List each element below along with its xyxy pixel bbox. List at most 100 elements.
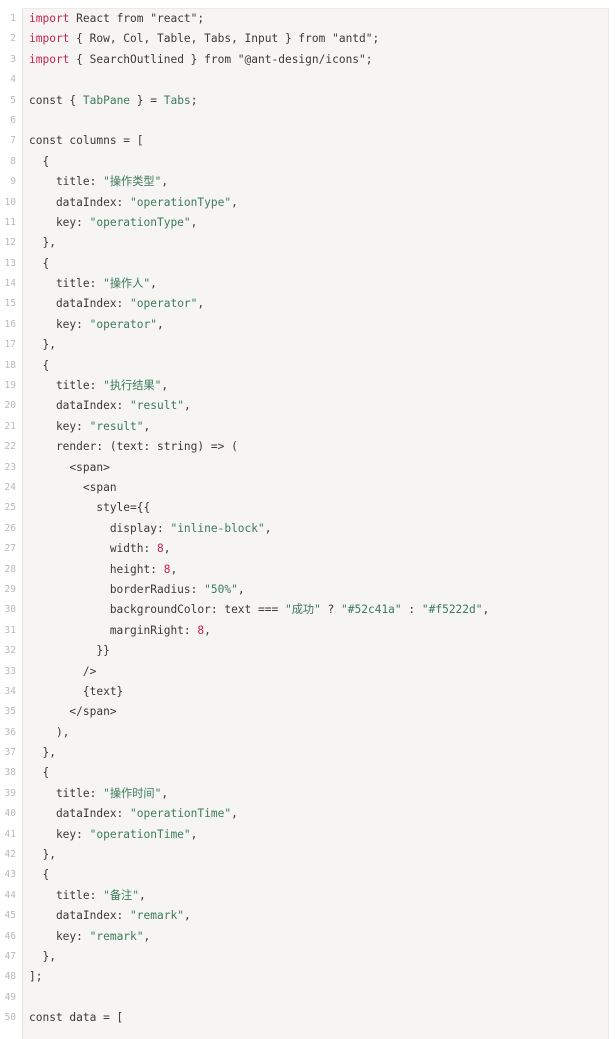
code-token: title: bbox=[29, 379, 104, 393]
code-token: width: bbox=[29, 542, 157, 556]
code-text: const { TabPane } = Tabs; bbox=[29, 91, 197, 111]
code-token: dataIndex: bbox=[29, 399, 131, 413]
code-line: 31 marginRight: 8, bbox=[0, 621, 608, 641]
code-text: ]; bbox=[29, 967, 42, 987]
code-line: 46 key: "remark", bbox=[0, 927, 608, 947]
code-text: dataIndex: "operationTime", bbox=[29, 804, 238, 824]
line-number: 44 bbox=[4, 889, 16, 901]
code-line: 41 key: "operationTime", bbox=[0, 825, 608, 845]
code-token: const data = [ bbox=[29, 1011, 124, 1025]
code-text: }, bbox=[29, 233, 55, 253]
code-token: , bbox=[190, 215, 198, 229]
code-text: width: 8, bbox=[29, 539, 171, 559]
code-token: : bbox=[401, 603, 422, 617]
code-token: ), bbox=[29, 725, 70, 739]
code-text: marginRight: 8, bbox=[29, 621, 211, 641]
code-text: const data = [ bbox=[29, 1008, 123, 1028]
code-token: }, bbox=[29, 848, 56, 862]
code-text: /> bbox=[29, 662, 96, 682]
code-token: key: bbox=[29, 215, 90, 229]
identifier-token: TabPane bbox=[82, 93, 131, 107]
string-token: "operationType" bbox=[130, 195, 232, 209]
code-line: 3 import { SearchOutlined } from "@ant-de… bbox=[0, 50, 608, 70]
code-token: render: (text: string) => ( bbox=[29, 440, 238, 454]
code-token: , bbox=[482, 603, 490, 617]
code-text: borderRadius: "50%", bbox=[29, 580, 245, 600]
line-number: 20 bbox=[4, 400, 16, 412]
line-number: 40 bbox=[4, 808, 16, 820]
code-text: }, bbox=[29, 743, 55, 763]
code-token: , bbox=[231, 195, 238, 209]
code-text: }} bbox=[29, 641, 110, 661]
code-text: render: (text: string) => ( bbox=[29, 437, 238, 457]
line-number: 22 bbox=[4, 441, 16, 453]
code-line: 33 /> bbox=[0, 662, 608, 682]
code-token: style={{ bbox=[29, 501, 151, 515]
code-line: 26 display: "inline-block", bbox=[0, 519, 608, 539]
code-text: title: "操作类型", bbox=[29, 172, 168, 192]
line-number: 23 bbox=[4, 461, 16, 473]
code-token: /> bbox=[29, 664, 97, 678]
line-number: 39 bbox=[4, 787, 16, 799]
code-text: </span> bbox=[29, 702, 117, 722]
line-number: 48 bbox=[4, 971, 16, 983]
line-number: 42 bbox=[4, 849, 16, 861]
string-token: "#52c41a" bbox=[341, 603, 402, 617]
code-token: }} bbox=[29, 644, 110, 658]
code-block-background bbox=[22, 8, 609, 1039]
code-text: key: "result", bbox=[29, 417, 150, 437]
line-number: 21 bbox=[4, 420, 16, 432]
code-text: { bbox=[29, 254, 49, 274]
code-token: title: bbox=[29, 175, 104, 189]
code-line: 13 { bbox=[0, 254, 608, 274]
code-line: 29 borderRadius: "50%", bbox=[0, 580, 608, 600]
code-line: 36 ), bbox=[0, 723, 608, 743]
code-text: import { Row, Col, Table, Tabs, Input } … bbox=[29, 29, 379, 49]
string-token: "operationTime" bbox=[130, 807, 232, 821]
code-text: key: "remark", bbox=[29, 927, 150, 947]
code-line: 9 title: "操作类型", bbox=[0, 172, 608, 192]
line-number: 24 bbox=[4, 481, 16, 493]
line-number: 31 bbox=[4, 624, 16, 636]
code-line: 18 { bbox=[0, 356, 608, 376]
code-token: { bbox=[29, 868, 50, 882]
code-token: borderRadius: bbox=[29, 582, 205, 596]
code-line: 45 dataIndex: "remark", bbox=[0, 906, 608, 926]
code-line: 42 }, bbox=[0, 845, 608, 865]
identifier-token: Tabs bbox=[163, 93, 191, 107]
code-text: dataIndex: "operator", bbox=[29, 294, 204, 314]
code-token: ]; bbox=[29, 970, 43, 984]
code-text: {text} bbox=[29, 682, 123, 702]
line-number: 9 bbox=[10, 176, 16, 188]
line-number: 46 bbox=[4, 930, 16, 942]
code-text: title: "操作人", bbox=[29, 274, 157, 294]
code-line: 23 <span> bbox=[0, 458, 608, 478]
code-line: 30 backgroundColor: text === "成功" ? "#52… bbox=[0, 600, 608, 620]
code-token: , bbox=[138, 888, 146, 902]
code-token: , bbox=[163, 542, 171, 556]
string-token: "operationType" bbox=[89, 215, 191, 229]
line-number: 50 bbox=[4, 1012, 16, 1024]
code-token: , bbox=[197, 297, 205, 311]
code-token: { Row, Col, Table, Tabs, Input } from "a… bbox=[69, 32, 380, 46]
code-text: <span bbox=[29, 478, 117, 498]
code-line: 34 {text} bbox=[0, 682, 608, 702]
code-line: 19 title: "执行结果", bbox=[0, 376, 608, 396]
line-number: 8 bbox=[10, 155, 16, 167]
string-token: "operator" bbox=[89, 317, 157, 331]
code-token: , bbox=[161, 786, 169, 800]
code-token: , bbox=[143, 929, 151, 943]
code-text: import { SearchOutlined } from "@ant-des… bbox=[29, 50, 373, 70]
line-number: 3 bbox=[10, 53, 16, 65]
code-text: dataIndex: "remark", bbox=[29, 906, 191, 926]
code-token: { bbox=[29, 766, 50, 780]
line-number: 17 bbox=[4, 339, 16, 351]
code-token: </span> bbox=[29, 705, 117, 719]
code-token: }, bbox=[29, 338, 56, 352]
code-text: { bbox=[29, 152, 49, 172]
line-number: 47 bbox=[4, 950, 16, 962]
